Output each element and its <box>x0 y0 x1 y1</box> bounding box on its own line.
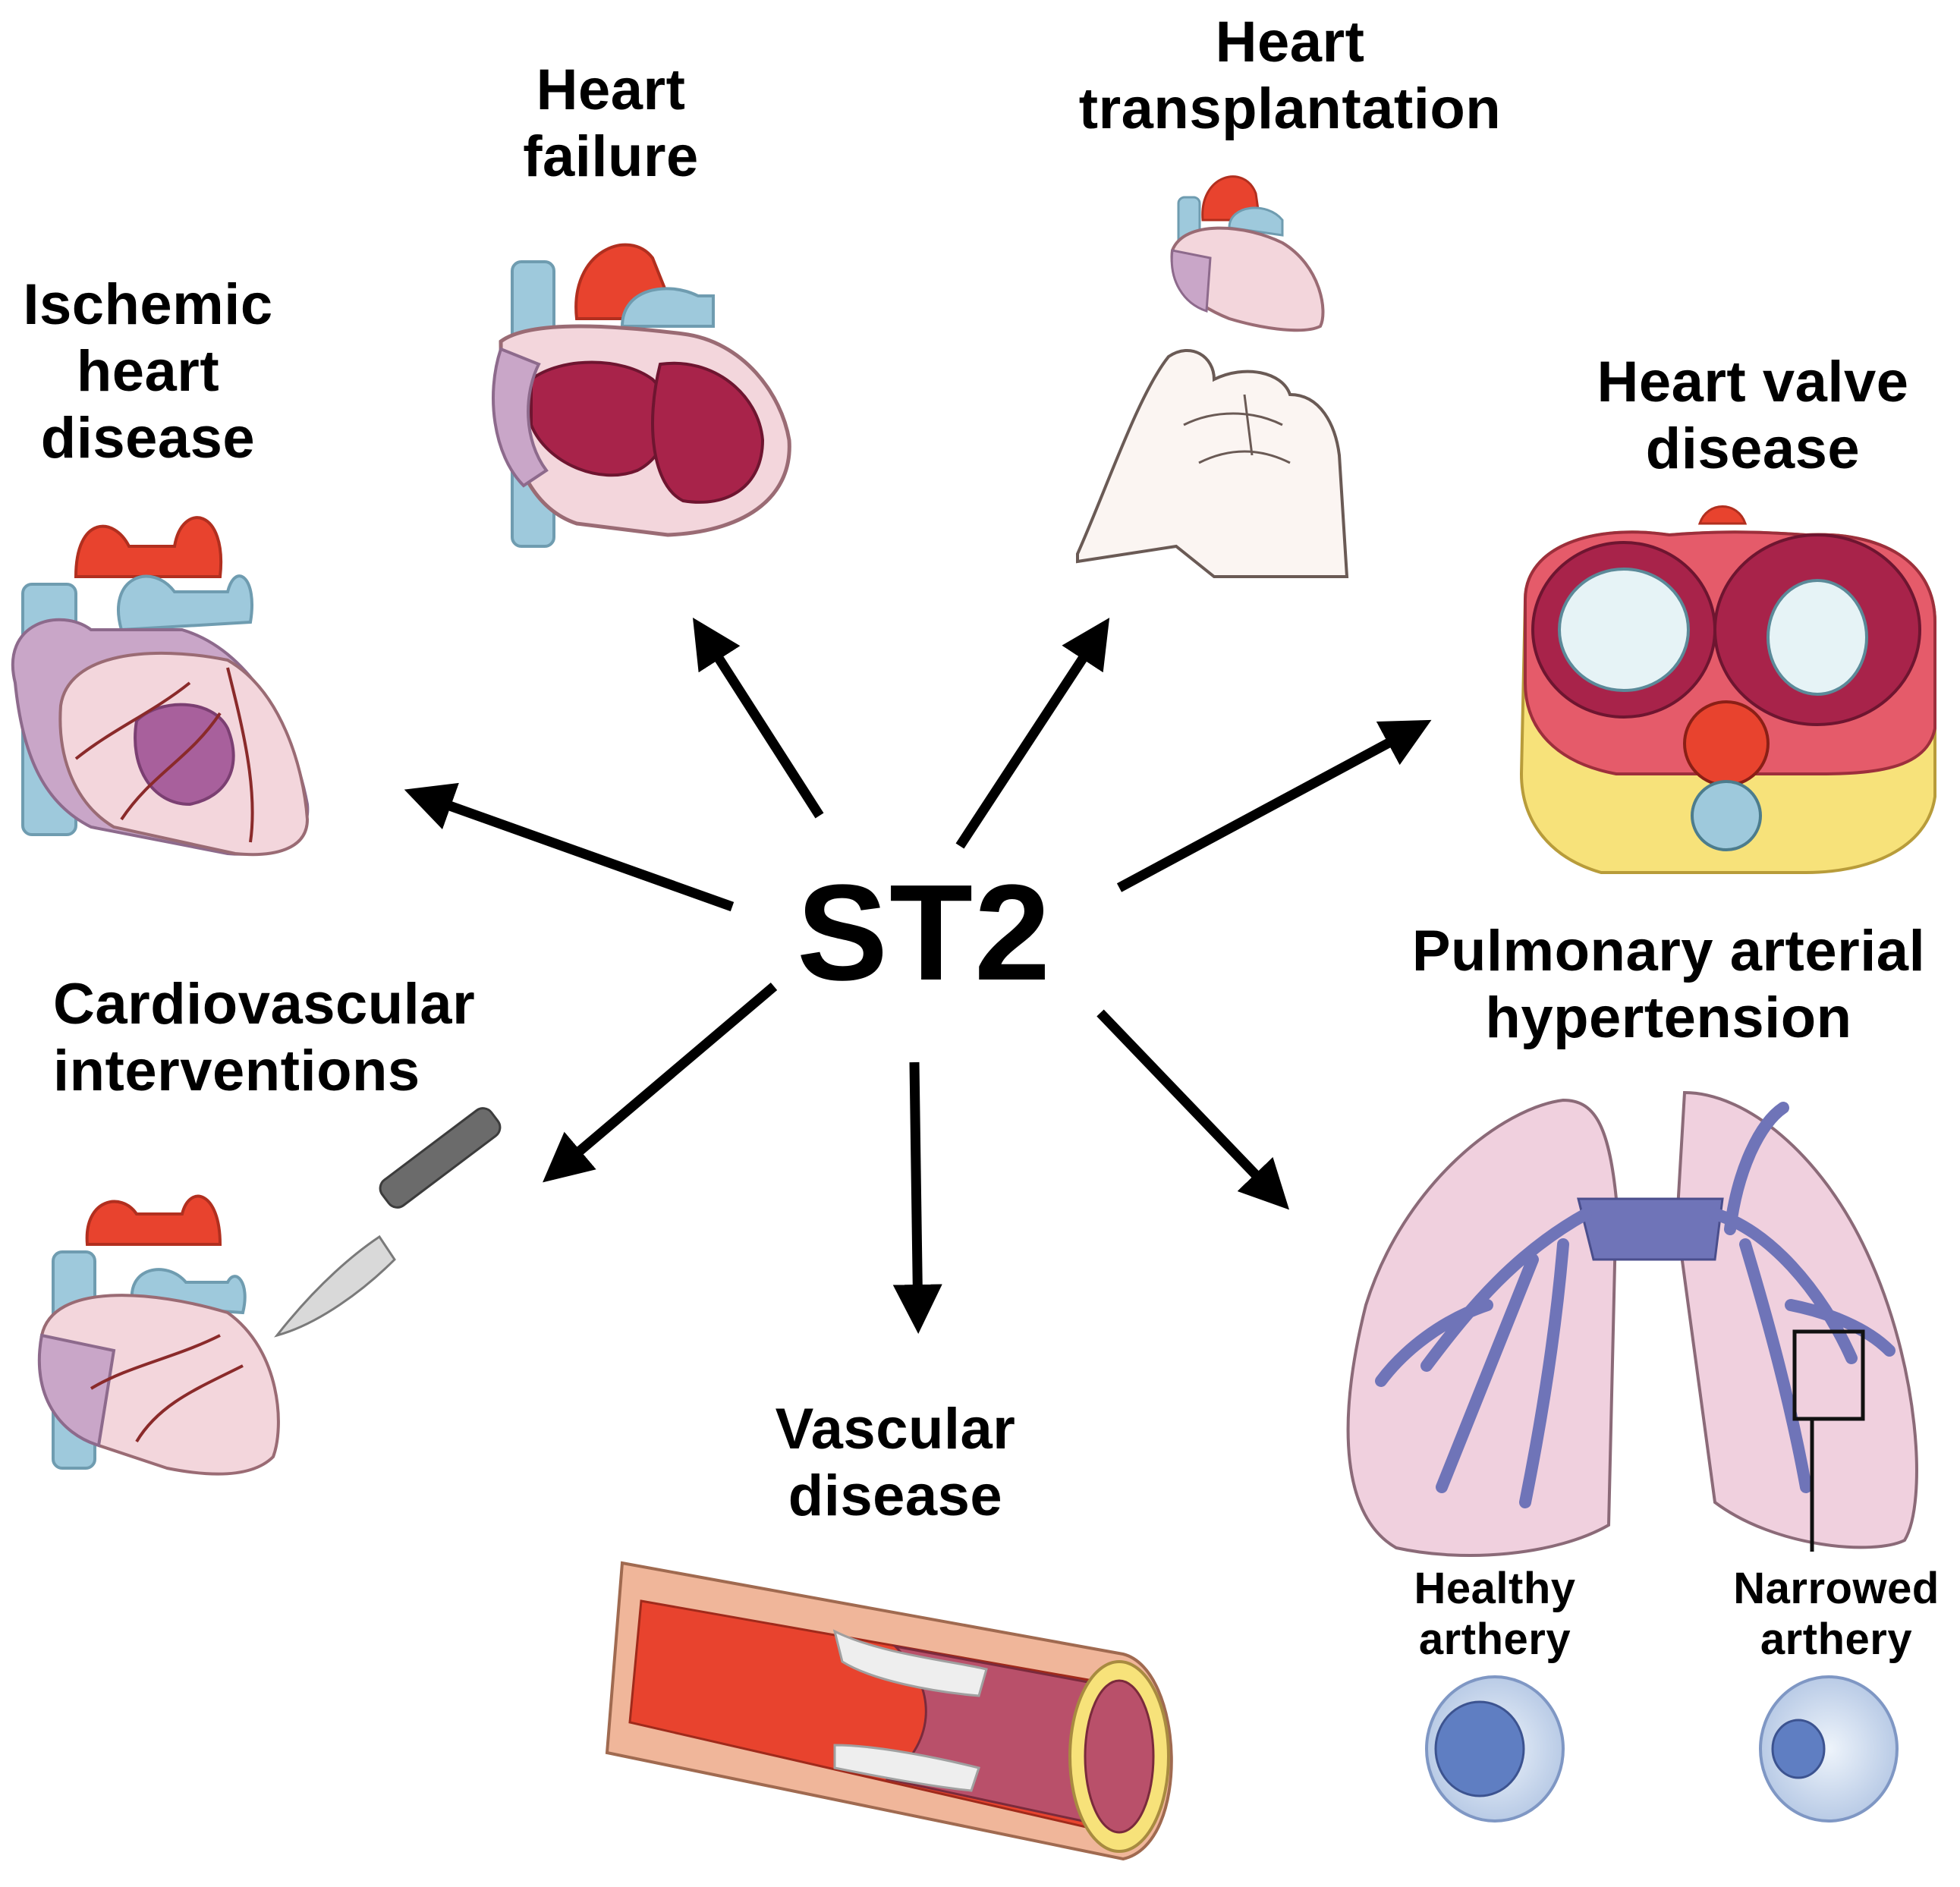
narrowed-artery-illustration <box>1759 1675 1899 1823</box>
arrow-valve <box>1116 719 1432 892</box>
arrow-ischemic <box>404 782 735 912</box>
label-heart-failure: Heart failure <box>523 58 699 190</box>
arrow-cv-interventions <box>543 983 778 1183</box>
label-narrowed-artery: Narrowed arthery <box>1733 1564 1940 1665</box>
label-vascular-disease: Vascular disease <box>775 1397 1016 1529</box>
label-pulmonary-arterial-hypertension: Pulmonary arterial hypertension <box>1411 919 1926 1051</box>
arrow-vascular <box>892 1061 942 1334</box>
label-healthy-artery: Healthy arthery <box>1414 1564 1576 1665</box>
label-ischemic-heart-disease: Ischemic heart disease <box>23 272 273 471</box>
lungs-illustration <box>1346 1090 1918 1557</box>
arrow-pah <box>1096 1009 1290 1210</box>
label-heart-valve-disease: Heart valve disease <box>1597 350 1909 482</box>
arrow-heart-failure <box>692 618 824 819</box>
cv-interventions-illustration <box>37 1107 502 1476</box>
label-heart-transplantation: Heart transplantation <box>1078 10 1502 142</box>
label-cardiovascular-interventions: Cardiovascular interventions <box>53 972 476 1104</box>
arrow-transplantation <box>955 618 1110 849</box>
valve-illustration <box>1519 505 1936 874</box>
transplantation-illustration <box>1076 175 1349 578</box>
narrowed-artery-box <box>1792 1329 1865 1421</box>
vessel-illustration <box>605 1561 1173 1861</box>
heart-failure-illustration <box>492 243 791 548</box>
arrows <box>404 618 1432 1334</box>
healthy-artery-illustration <box>1425 1675 1565 1823</box>
ischemic-heart-illustration <box>11 516 310 857</box>
st2-center-label: ST2 <box>797 857 1052 1009</box>
